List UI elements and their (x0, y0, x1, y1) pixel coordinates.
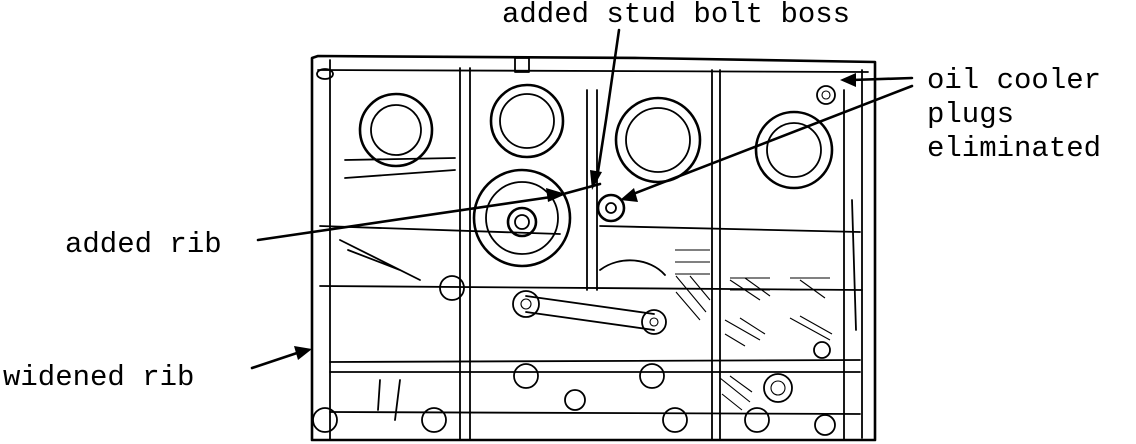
central-boss (472, 168, 572, 268)
cylinder-bore-2 (489, 83, 565, 159)
cylinder-bore-4 (754, 110, 834, 190)
oil-cooler-label-line2: plugs (927, 98, 1014, 131)
cylinder-bore-3 (614, 96, 702, 184)
stud-bolt-boss-label: added stud bolt boss (502, 0, 850, 31)
oil-cooler-label-line1: oil cooler (927, 64, 1101, 97)
added-rib-label: added rib (65, 228, 222, 261)
cylinder-bore-1 (358, 92, 434, 168)
leader-lines (250, 28, 914, 370)
stud-bolt-boss (596, 193, 626, 223)
engine-block (310, 54, 877, 442)
hatched-area (675, 249, 833, 411)
oil-cooler-label-line3: eliminated (927, 132, 1101, 165)
widened-rib-label: widened rib (3, 361, 194, 394)
